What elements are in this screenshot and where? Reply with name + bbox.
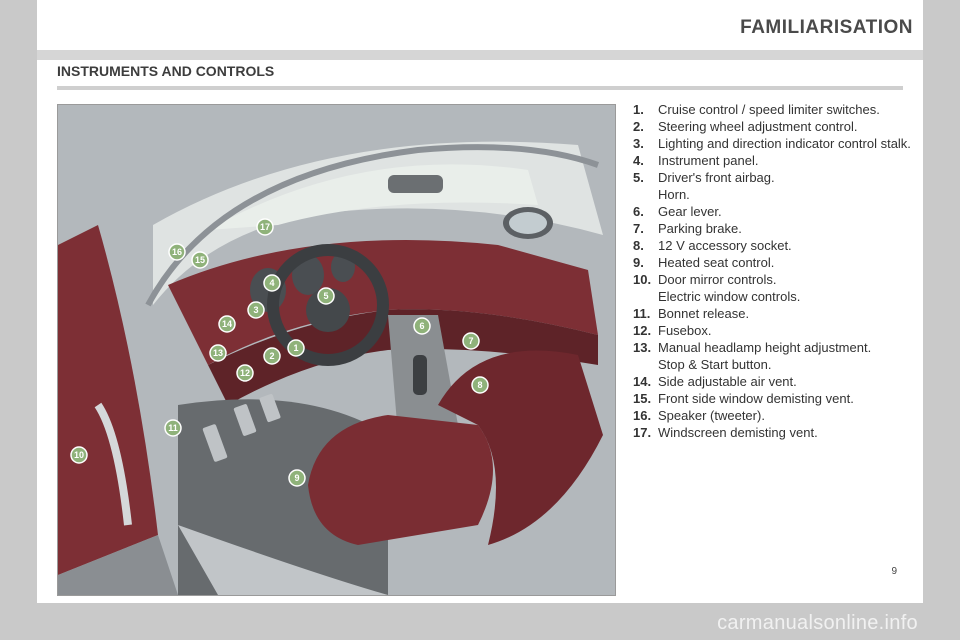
legend-item: 17. Windscreen demisting vent. xyxy=(633,425,913,440)
legend-text: Gear lever. xyxy=(658,204,722,219)
callout-11: 11 xyxy=(164,419,182,437)
legend-item: 11. Bonnet release. xyxy=(633,306,913,321)
legend-item: 9. Heated seat control. xyxy=(633,255,913,270)
svg-text:8: 8 xyxy=(477,380,482,390)
svg-text:6: 6 xyxy=(419,321,424,331)
svg-text:4: 4 xyxy=(269,278,274,288)
legend-item: 15. Front side window demisting vent. xyxy=(633,391,913,406)
legend-item: 3. Lighting and direction indicator contr… xyxy=(633,136,913,151)
legend-text: Cruise control / speed limiter switches. xyxy=(658,102,880,117)
legend-item: 1. Cruise control / speed limiter switche… xyxy=(633,102,913,117)
callout-5: 5 xyxy=(317,287,335,305)
legend-item: 12. Fusebox. xyxy=(633,323,913,338)
svg-text:3: 3 xyxy=(253,305,258,315)
legend-subtext: Horn. xyxy=(658,187,690,202)
legend-number: 3. xyxy=(633,136,644,151)
legend-item: 10. Door mirror controls. xyxy=(633,272,913,287)
legend-subtext: Electric window controls. xyxy=(658,289,801,304)
legend-number: 9. xyxy=(633,255,644,270)
svg-text:14: 14 xyxy=(222,319,232,329)
legend-text: Speaker (tweeter). xyxy=(658,408,765,423)
legend-number: 4. xyxy=(633,153,644,168)
cabin-drawing: 1 2 3 4 5 6 7 8 9 10 11 12 13 14 15 16 1… xyxy=(58,105,615,595)
callout-2: 2 xyxy=(263,347,281,365)
legend-number: 2. xyxy=(633,119,644,134)
callout-9: 9 xyxy=(288,469,306,487)
callout-16: 16 xyxy=(168,243,186,261)
legend-number: 17. xyxy=(633,425,652,440)
legend-item: 5. Driver's front airbag. xyxy=(633,170,913,185)
legend-item: 4. Instrument panel. xyxy=(633,153,913,168)
legend-item: 8. 12 V accessory socket. xyxy=(633,238,913,253)
legend-number: 10. xyxy=(633,272,652,287)
svg-text:5: 5 xyxy=(323,291,328,301)
page-number: 9 xyxy=(891,566,897,577)
legend-text: Lighting and direction indicator control… xyxy=(658,136,911,151)
svg-text:2: 2 xyxy=(269,351,274,361)
legend-text: Front side window demisting vent. xyxy=(658,391,854,406)
legend-text: Parking brake. xyxy=(658,221,742,236)
legend-subtext: Stop & Start button. xyxy=(658,357,772,372)
svg-text:16: 16 xyxy=(172,247,182,257)
legend-text: Bonnet release. xyxy=(658,306,750,321)
svg-text:9: 9 xyxy=(294,473,299,483)
legend-item: 14. Side adjustable air vent. xyxy=(633,374,913,389)
callout-8: 8 xyxy=(471,376,489,394)
callout-12: 12 xyxy=(236,364,254,382)
legend-item: 13. Manual headlamp height adjustment. xyxy=(633,340,913,355)
legend-number: 5. xyxy=(633,170,644,185)
legend-number: 16. xyxy=(633,408,652,423)
svg-text:7: 7 xyxy=(468,336,473,346)
svg-text:1: 1 xyxy=(293,343,298,353)
legend-number: 14. xyxy=(633,374,652,389)
callout-7: 7 xyxy=(462,332,480,350)
legend-text: Door mirror controls. xyxy=(658,272,777,287)
header-band xyxy=(37,50,923,60)
legend-item: 2. Steering wheel adjustment control. xyxy=(633,119,913,134)
legend-text: Steering wheel adjustment control. xyxy=(658,119,858,134)
callout-13: 13 xyxy=(209,344,227,362)
callout-3: 3 xyxy=(247,301,265,319)
legend-number: 8. xyxy=(633,238,644,253)
callout-14: 14 xyxy=(218,315,236,333)
legend-number: 15. xyxy=(633,391,652,406)
controls-legend: 1. Cruise control / speed limiter switche… xyxy=(633,102,913,442)
legend-text: Side adjustable air vent. xyxy=(658,374,797,389)
chapter-title: FAMILIARISATION xyxy=(740,17,913,38)
legend-number: 1. xyxy=(633,102,644,117)
callout-17: 17 xyxy=(256,218,274,236)
svg-text:13: 13 xyxy=(213,348,223,358)
legend-number: 7. xyxy=(633,221,644,236)
callout-15: 15 xyxy=(191,251,209,269)
legend-number: 12. xyxy=(633,323,652,338)
legend-text: Heated seat control. xyxy=(658,255,775,270)
callout-10: 10 xyxy=(70,446,88,464)
legend-number: 6. xyxy=(633,204,644,219)
legend-item: 16. Speaker (tweeter). xyxy=(633,408,913,423)
legend-text: 12 V accessory socket. xyxy=(658,238,792,253)
watermark: carmanualsonline.info xyxy=(717,612,918,634)
manual-page: FAMILIARISATION INSTRUMENTS AND CONTROLS xyxy=(37,0,923,603)
svg-text:12: 12 xyxy=(240,368,250,378)
legend-number: 13. xyxy=(633,340,652,355)
callout-4: 4 xyxy=(263,274,281,292)
legend-text: Driver's front airbag. xyxy=(658,170,775,185)
svg-text:15: 15 xyxy=(195,255,205,265)
legend-item: 6. Gear lever. xyxy=(633,204,913,219)
legend-item: 7. Parking brake. xyxy=(633,221,913,236)
interior-illustration: 1 2 3 4 5 6 7 8 9 10 11 12 13 14 15 16 1… xyxy=(57,104,616,596)
callout-6: 6 xyxy=(413,317,431,335)
svg-text:11: 11 xyxy=(168,423,178,433)
section-title: INSTRUMENTS AND CONTROLS xyxy=(57,63,275,79)
legend-text: Windscreen demisting vent. xyxy=(658,425,818,440)
callout-1: 1 xyxy=(287,339,305,357)
section-divider xyxy=(57,86,903,90)
legend-text: Manual headlamp height adjustment. xyxy=(658,340,872,355)
svg-text:10: 10 xyxy=(74,450,84,460)
svg-text:17: 17 xyxy=(260,222,270,232)
legend-number: 11. xyxy=(633,306,651,321)
footer-band xyxy=(0,603,960,640)
legend-text: Instrument panel. xyxy=(658,153,759,168)
legend-text: Fusebox. xyxy=(658,323,712,338)
